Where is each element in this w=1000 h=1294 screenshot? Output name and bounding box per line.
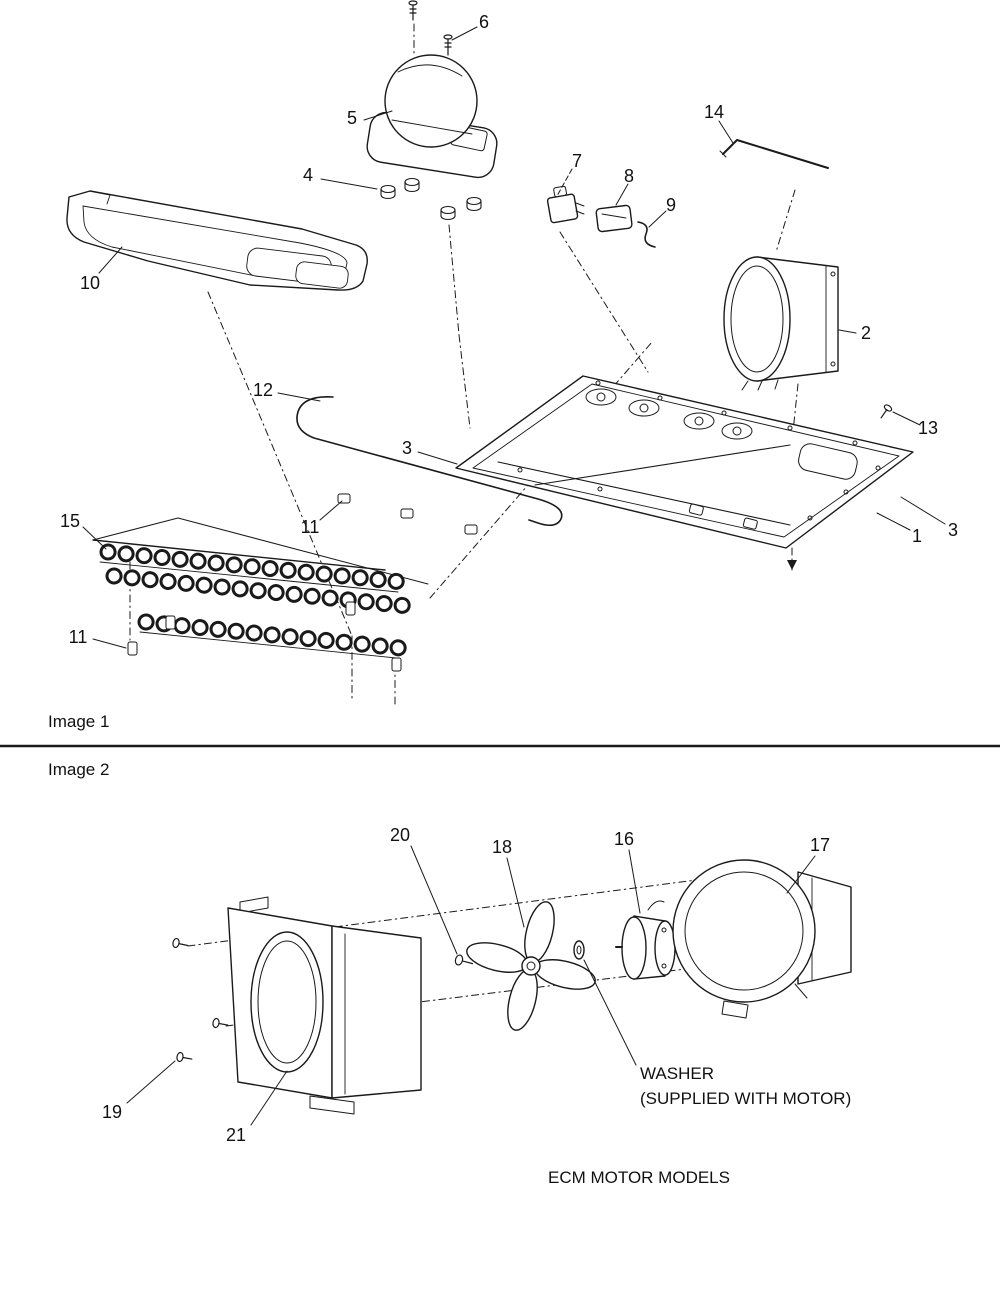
- callout-image1-9-5: 9: [665, 195, 677, 215]
- condenser-fan-shroud: [723, 256, 839, 391]
- callout-image1-11-14: 11: [300, 517, 320, 537]
- callout-image2-21-5: 21: [225, 1125, 247, 1145]
- capacitor: [595, 204, 633, 233]
- image1-title: Image 1: [48, 712, 110, 731]
- tube-14: [719, 139, 829, 169]
- callout-image1-4-2: 4: [302, 165, 314, 185]
- mounting-screw-icons: [172, 937, 474, 1063]
- compressor: [366, 54, 498, 221]
- drain-pan: [66, 190, 368, 291]
- callout-image2-19-4: 19: [101, 1102, 123, 1122]
- callout-image1-10-7: 10: [79, 273, 101, 293]
- washer: [573, 940, 585, 960]
- washer-note-line2: (SUPPLIED WITH MOTOR): [640, 1088, 852, 1108]
- callout-image1-8-4: 8: [623, 166, 635, 186]
- screw-top-icon: [408, 0, 453, 56]
- screw-13-icon: [880, 404, 893, 419]
- washer-note-line1: WASHER: [640, 1064, 714, 1083]
- callout-image1-7-3: 7: [571, 151, 583, 171]
- motor-shroud: [672, 859, 852, 1019]
- callout-image1-12-9: 12: [252, 380, 274, 400]
- callout-image1-6-0: 6: [478, 12, 490, 32]
- callout-image1-15-15: 15: [59, 511, 81, 531]
- callout-image1-11-16: 11: [68, 627, 88, 647]
- relay: [546, 185, 585, 224]
- callout-image1-1-12: 1: [911, 526, 923, 546]
- wire-clip: [637, 221, 656, 248]
- callout-image1-13-11: 13: [917, 418, 939, 438]
- callout-image1-3-10: 3: [401, 438, 413, 458]
- ecm-note: ECM MOTOR MODELS: [548, 1168, 730, 1187]
- washer-note: WASHER (SUPPLIED WITH MOTOR): [640, 1062, 851, 1111]
- callout-image1-3-13: 3: [947, 520, 959, 540]
- base-plate: [455, 375, 914, 549]
- callout-image2-17-3: 17: [809, 835, 831, 855]
- callout-7-dashed-leader: [556, 168, 573, 197]
- callout-leaders: [82, 26, 946, 1126]
- image2-title: Image 2: [48, 760, 110, 779]
- fan-bracket: [227, 896, 422, 1115]
- condenser-coil: [92, 517, 429, 672]
- callout-image2-16-2: 16: [613, 829, 635, 849]
- callout-image2-20-0: 20: [389, 825, 411, 845]
- tube-clips: [337, 493, 478, 535]
- callout-image2-18-1: 18: [491, 837, 513, 857]
- callout-image1-5-1: 5: [346, 108, 358, 128]
- callout-image1-14-6: 14: [703, 102, 725, 122]
- callout-image1-2-8: 2: [860, 323, 872, 343]
- tube-12: [296, 396, 563, 527]
- fan-blade: [466, 901, 596, 1031]
